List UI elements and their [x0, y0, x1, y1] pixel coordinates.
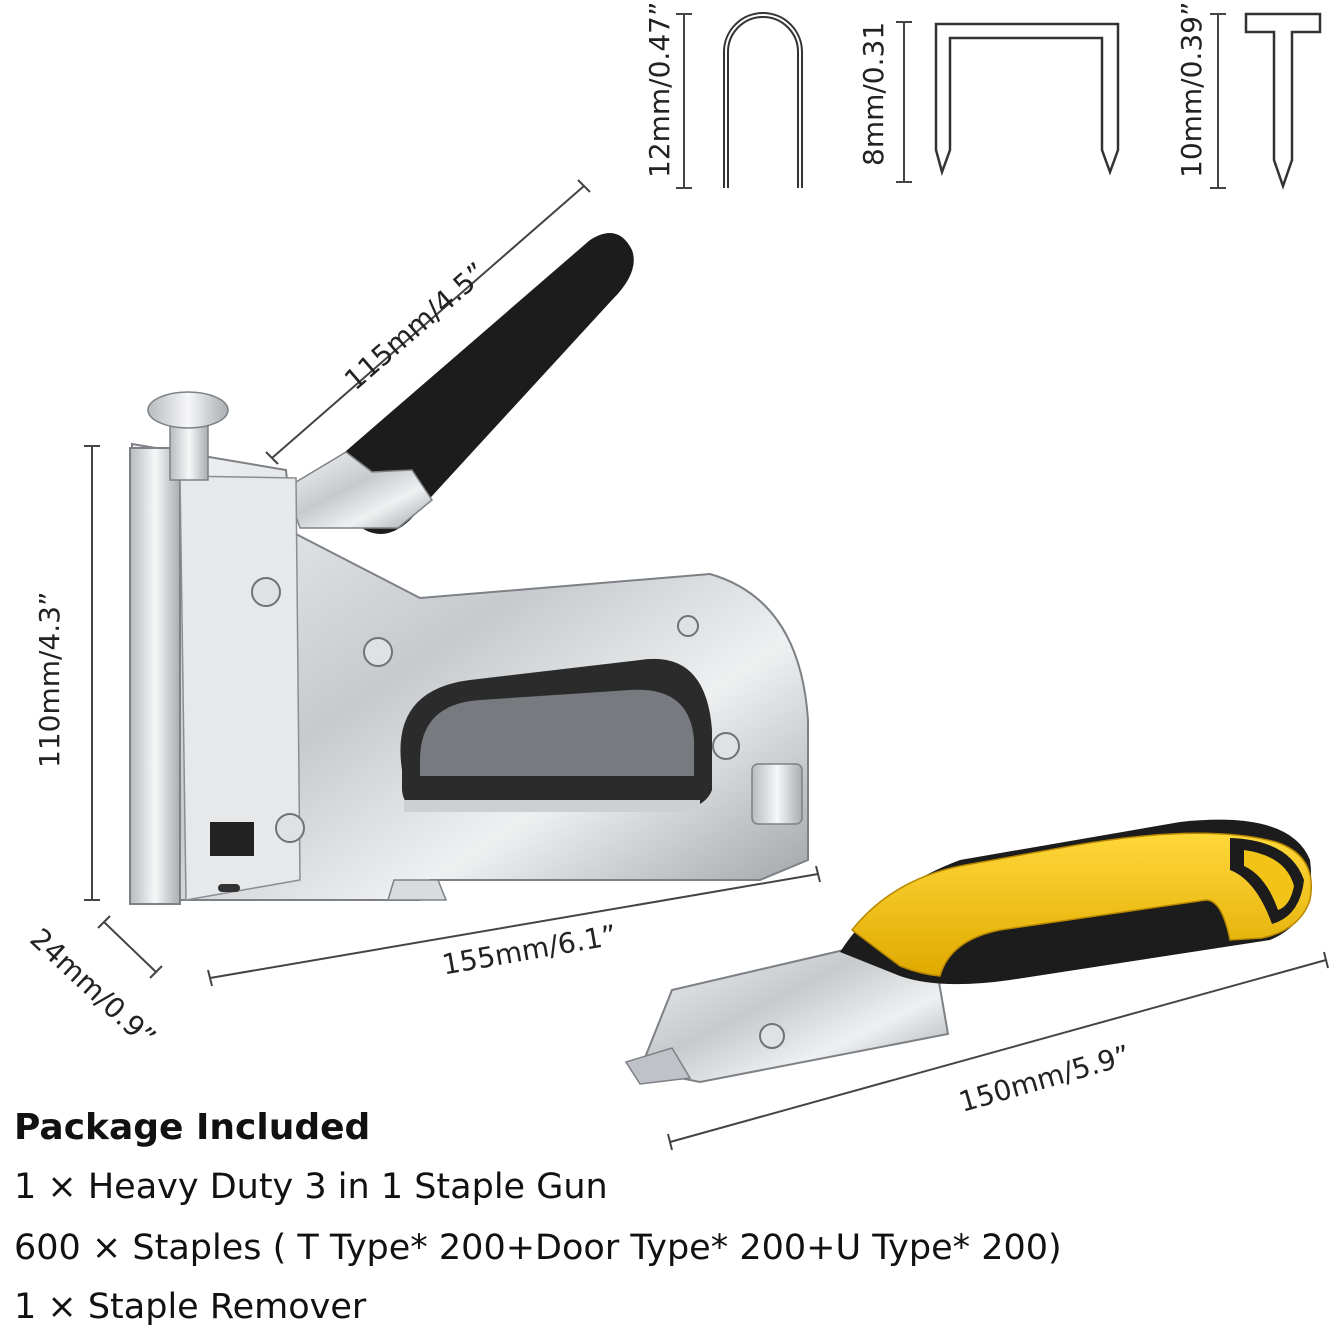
package-item: 1 × Heavy Duty 3 in 1 Staple Gun: [14, 1167, 608, 1207]
u-staple-icon: [676, 12, 803, 189]
package-item: 600 × Staples ( T Type* 200+Door Type* 2…: [14, 1228, 1062, 1268]
staple-gun-illustration: [129, 232, 809, 905]
staple-t-height-label: 10mm/0.39”: [1175, 1, 1208, 178]
dimension-lines: [84, 179, 1329, 1151]
package-title: Package Included: [14, 1107, 371, 1148]
staple-u-height-label: 12mm/0.47”: [643, 1, 676, 178]
staple-remover-illustration: [624, 819, 1312, 1085]
package-item: 1 × Staple Remover: [14, 1287, 367, 1327]
gun-height-label: 110mm/4.3”: [33, 591, 66, 768]
staple-door-height-label: 8mm/0.31: [857, 21, 890, 166]
t-nail-icon: [1210, 12, 1322, 190]
door-staple-icon: [896, 21, 1120, 183]
